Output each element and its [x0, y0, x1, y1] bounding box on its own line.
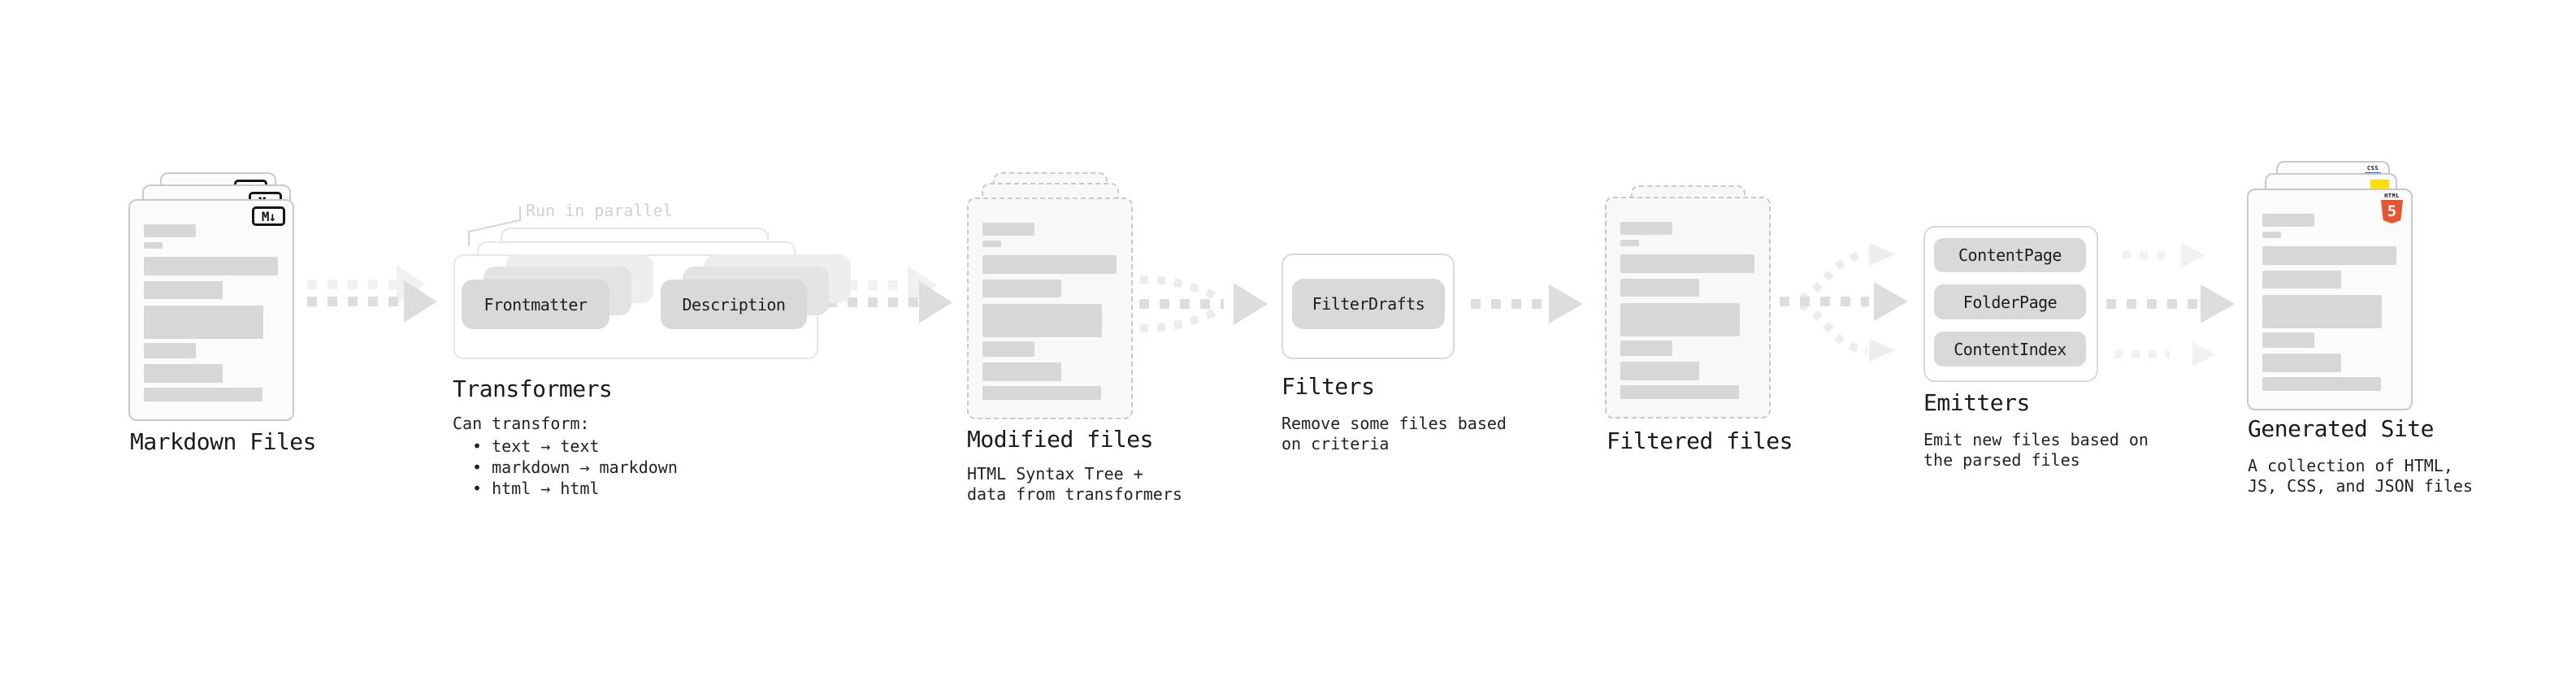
generated-site-title: Generated Site — [2248, 415, 2435, 442]
content-placeholder-bar — [2262, 246, 2396, 265]
frontmatter-button: Frontmatter — [462, 280, 609, 329]
transformers-bullet-list: • text → text • markdown → markdown • ht… — [472, 436, 678, 499]
html5-icon-shield: 5 — [2381, 200, 2403, 223]
content-placeholder-bar — [1620, 279, 1699, 297]
content-placeholder-bar — [982, 304, 1102, 337]
filtered-file-card-front — [1605, 197, 1771, 419]
html5-icon-word: HTML — [2384, 193, 2400, 199]
js-icon — [2370, 180, 2389, 189]
filtered-files-stack — [1605, 185, 1771, 419]
content-placeholder-bar — [144, 306, 263, 339]
content-placeholder-bar — [982, 386, 1101, 400]
content-placeholder-bar — [1620, 222, 1672, 235]
content-placeholder-bar — [1620, 303, 1740, 336]
bullet-item: • html → html — [472, 479, 600, 498]
css-icon-label: CSS — [2366, 165, 2379, 171]
content-placeholder-bar — [1620, 362, 1699, 380]
content-placeholder-bar — [982, 362, 1061, 381]
content-placeholder-bar — [1620, 385, 1739, 399]
content-placeholder-bar — [144, 242, 163, 249]
arrow-transformers-to-modified — [827, 266, 952, 323]
arrow-modified-to-filters-merge — [1139, 275, 1268, 332]
content-placeholder-bar — [144, 281, 223, 299]
arrow-filters-to-filtered — [1471, 284, 1583, 323]
content-placeholder-bar — [982, 241, 1001, 247]
content-placeholder-bar — [144, 343, 196, 358]
emitters-subtitle: Emit new files based on the parsed files — [1923, 430, 2149, 470]
transformers-title: Transformers — [453, 375, 613, 402]
markdown-files-stack: M↓ M↓ M↓ — [128, 172, 294, 421]
content-placeholder-bar — [2262, 295, 2382, 328]
content-placeholder-bar — [2262, 232, 2281, 238]
content-placeholder-bar — [2262, 377, 2381, 391]
contentpage-button: ContentPage — [1934, 238, 2086, 272]
content-placeholder-bar — [982, 223, 1034, 236]
arrow-markdown-to-transformers — [307, 265, 437, 323]
content-placeholder-bar — [2262, 332, 2314, 348]
description-button: Description — [661, 280, 807, 329]
bullet-item: • markdown → markdown — [472, 458, 678, 477]
content-placeholder-bar — [2262, 214, 2314, 227]
content-placeholder-bar — [982, 341, 1034, 357]
filters-title: Filters — [1281, 373, 1375, 400]
generated-file-card-front: HTML 5 — [2247, 189, 2413, 410]
contentindex-button: ContentIndex — [1934, 332, 2086, 367]
arrow-filtered-to-emitters-fork — [1780, 243, 1908, 362]
html5-icon: HTML 5 — [2381, 193, 2403, 223]
transformers-subtitle: Can transform: — [453, 414, 590, 433]
content-placeholder-bar — [1620, 254, 1754, 273]
modified-files-title: Modified files — [967, 426, 1154, 453]
modified-files-subtitle: HTML Syntax Tree + data from transformer… — [967, 464, 1182, 504]
run-in-parallel-note: Run in parallel — [526, 201, 673, 220]
markdown-file-card-front: M↓ — [128, 199, 294, 421]
content-placeholder-bar — [144, 224, 196, 237]
run-in-parallel-leader-line — [468, 206, 521, 246]
content-placeholder-bar — [1620, 340, 1672, 356]
content-placeholder-bar — [982, 255, 1117, 274]
content-placeholder-bar — [2262, 271, 2341, 288]
folderpage-button: FolderPage — [1934, 284, 2086, 319]
arrow-emitters-to-generated — [2106, 242, 2235, 367]
bullet-item: • text → text — [472, 436, 600, 456]
content-placeholder-bar — [144, 388, 262, 401]
emitters-title: Emitters — [1923, 389, 2030, 416]
modified-files-stack — [967, 172, 1133, 419]
content-placeholder-bar — [1620, 240, 1639, 246]
generated-site-subtitle: A collection of HTML, JS, CSS, and JSON … — [2248, 456, 2473, 496]
markdown-files-title: Markdown Files — [130, 428, 317, 455]
content-placeholder-bar — [144, 364, 223, 383]
generated-site-stack: CSS HTML 5 — [2247, 161, 2413, 410]
markdown-icon: M↓ — [252, 206, 285, 226]
content-placeholder-bar — [144, 257, 278, 275]
content-placeholder-bar — [2262, 354, 2341, 372]
modified-file-card-front — [967, 197, 1133, 419]
filters-subtitle: Remove some files based on criteria — [1281, 414, 1507, 453]
filtered-files-title: Filtered files — [1607, 427, 1793, 454]
content-placeholder-bar — [982, 280, 1061, 297]
filterdrafts-button: FilterDrafts — [1292, 279, 1445, 329]
